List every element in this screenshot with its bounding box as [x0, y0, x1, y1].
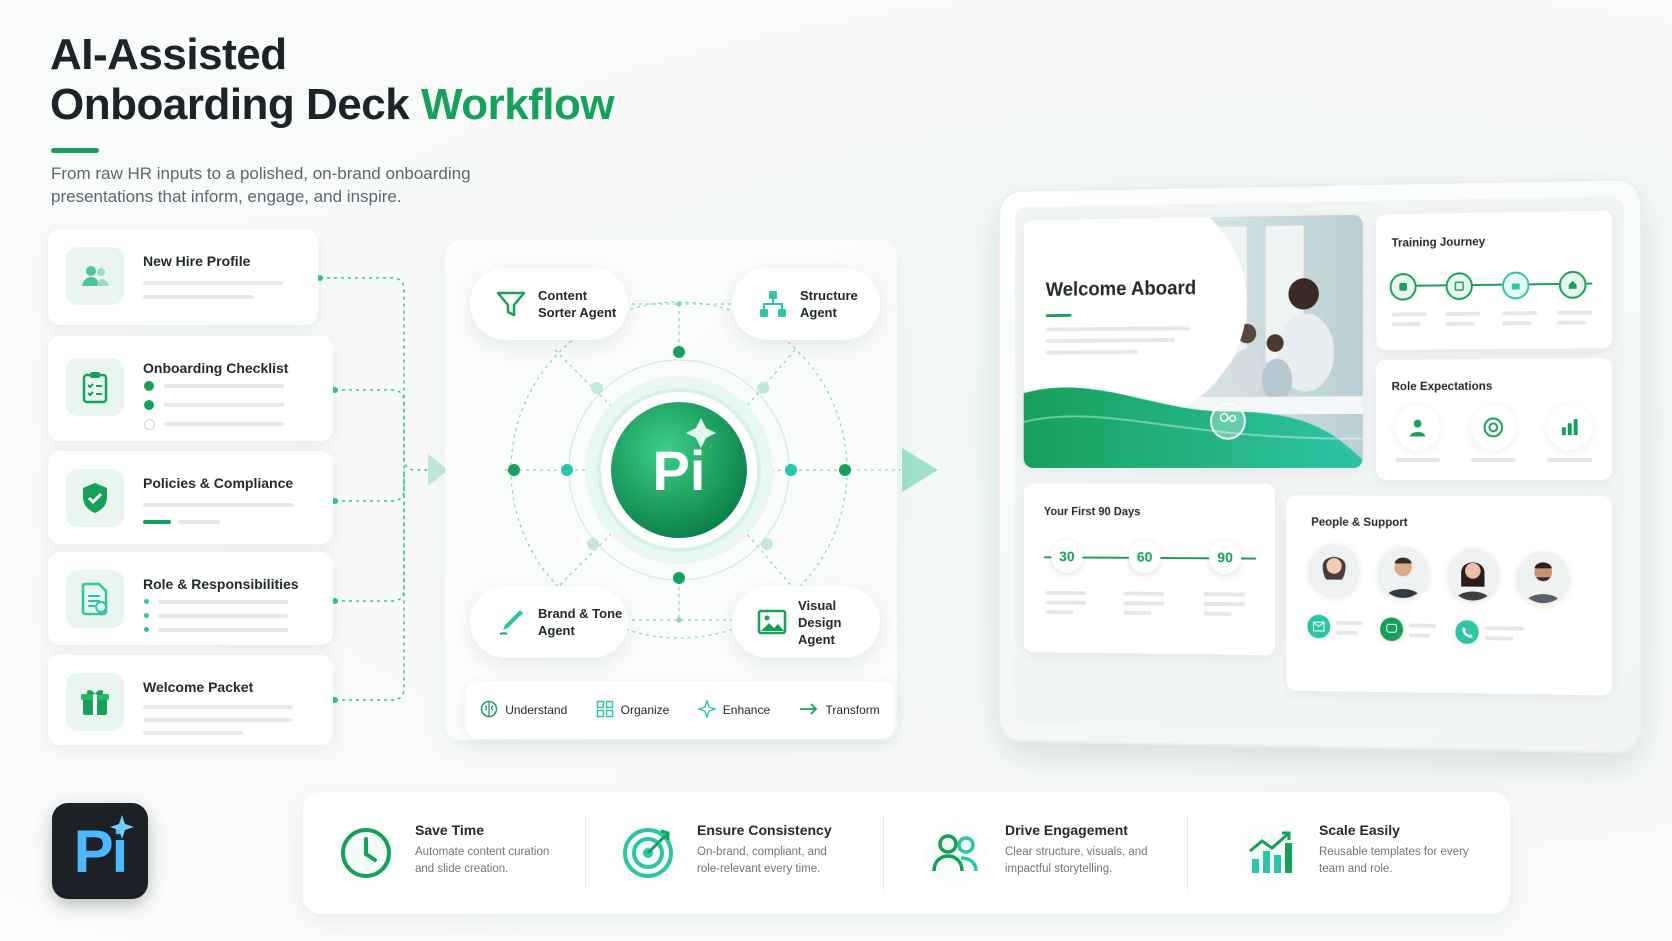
benefit-title: Drive Engagement — [1005, 822, 1128, 838]
input-card-role-responsibilities[interactable]: Role & Responsibilities — [48, 552, 333, 645]
subtitle: From raw HR inputs to a polished, on-bra… — [51, 162, 481, 208]
title-line-2: Onboarding Deck Workflow — [50, 80, 615, 130]
hub-logo-text: Pi — [652, 439, 706, 502]
bar-chart-icon — [1547, 404, 1593, 451]
tablet-deck-preview: Welcome Aboard Training Journey Role Exp… — [998, 178, 1642, 754]
step-understand[interactable]: Understand — [480, 700, 567, 721]
slide-role-expectations[interactable]: Role Expectations — [1376, 358, 1613, 480]
training-step-icon — [1445, 272, 1473, 301]
input-label: New Hire Profile — [143, 253, 251, 269]
tablet-screen: Welcome Aboard Training Journey Role Exp… — [1014, 196, 1625, 736]
sparkle-icon — [686, 418, 716, 448]
benefit-title: Scale Easily — [1319, 822, 1400, 838]
gift-icon — [66, 673, 124, 731]
training-step-icon — [1389, 272, 1417, 301]
pen-icon — [484, 607, 538, 637]
step-transform[interactable]: Transform — [799, 702, 880, 719]
benefit-title: Ensure Consistency — [697, 822, 832, 838]
title-accent: Workflow — [420, 80, 615, 129]
avatar — [1378, 546, 1429, 599]
role-expectations-title: Role Expectations — [1391, 378, 1493, 394]
slide-first-90-days[interactable]: Your First 90 Days 30 60 90 — [1023, 483, 1276, 656]
milestone-60: 60 — [1128, 540, 1161, 574]
benefit-desc: Automate content curation and slide crea… — [415, 846, 550, 875]
input-card-new-hire-profile[interactable]: New Hire Profile — [48, 229, 318, 325]
people-icon — [923, 820, 989, 886]
hub-orbits — [505, 301, 853, 639]
benefit-drive-engagement: Drive Engagement Clear structure, visual… — [893, 792, 1193, 914]
brain-icon — [480, 700, 498, 721]
title-line-1: AI-Assisted — [50, 30, 287, 79]
training-step-icon — [1558, 270, 1587, 299]
target-icon — [615, 820, 681, 886]
target-icon — [1470, 404, 1516, 451]
growth-chart-icon — [1237, 820, 1303, 886]
step-organize[interactable]: Organize — [596, 700, 669, 721]
input-card-welcome-packet[interactable]: Welcome Packet — [48, 655, 333, 745]
phone-icon — [1455, 620, 1479, 645]
sparkle-icon — [110, 815, 134, 839]
title-underline — [51, 148, 99, 153]
chat-icon — [1380, 617, 1404, 642]
shield-check-icon — [66, 469, 124, 527]
subtitle-line-2: presentations that inform, engage, and i… — [51, 187, 402, 206]
milestone-90: 90 — [1209, 540, 1242, 575]
title-line-2-main: Onboarding Deck — [50, 80, 410, 129]
subtitle-line-1: From raw HR inputs to a polished, on-bra… — [51, 164, 471, 183]
slide-training-journey[interactable]: Training Journey — [1376, 210, 1613, 351]
welcome-title: Welcome Aboard — [1045, 277, 1197, 301]
benefits-strip: Save Time Automate content curation and … — [303, 792, 1510, 914]
brand-logo: Pi — [52, 803, 148, 899]
benefit-scale-easily: Scale Easily Reusable templates for ever… — [1207, 792, 1507, 914]
step-enhance[interactable]: Enhance — [696, 698, 770, 721]
person-icon — [1395, 404, 1440, 451]
avatar — [1309, 544, 1359, 596]
page-title: AI-Assisted Onboarding Deck Workflow — [50, 30, 615, 130]
hierarchy-icon — [746, 289, 800, 319]
input-label: Policies & Compliance — [143, 475, 294, 491]
input-card-onboarding-checklist[interactable]: Onboarding Checklist — [48, 336, 333, 441]
input-label: Welcome Packet — [143, 679, 254, 695]
training-step-icon — [1502, 271, 1530, 300]
grid-icon — [596, 700, 614, 721]
training-title: Training Journey — [1391, 234, 1486, 250]
clock-icon — [333, 820, 399, 886]
slide-people-support[interactable]: People & Support — [1286, 495, 1613, 696]
benefit-desc: On-brand, compliant, and role-relevant e… — [697, 846, 827, 875]
input-label: Role & Responsibilities — [143, 576, 299, 592]
slide-welcome-aboard[interactable]: Welcome Aboard — [1023, 214, 1363, 468]
benefit-save-time: Save Time Automate content curation and … — [303, 792, 583, 914]
users-icon — [66, 247, 124, 305]
input-label: Onboarding Checklist — [143, 360, 289, 376]
benefit-ensure-consistency: Ensure Consistency On-brand, compliant, … — [585, 792, 885, 914]
image-icon — [746, 609, 798, 635]
benefit-desc: Reusable templates for every team and ro… — [1319, 846, 1469, 875]
office-photo — [1023, 214, 1363, 468]
mail-icon — [1307, 614, 1331, 639]
avatar — [1517, 551, 1569, 604]
arrow-right-icon — [799, 702, 819, 719]
clipboard-check-icon — [66, 358, 124, 416]
input-card-policies-compliance[interactable]: Policies & Compliance — [48, 451, 333, 544]
milestone-30: 30 — [1051, 540, 1083, 573]
sparkle-icon — [696, 698, 717, 721]
document-icon — [66, 570, 124, 628]
first-90-days-title: Your First 90 Days — [1043, 504, 1141, 519]
avatar — [1447, 548, 1499, 601]
people-support-title: People & Support — [1311, 514, 1408, 530]
process-steps-bar: Understand Organize Enhance Transform — [466, 681, 894, 739]
filter-icon — [484, 290, 538, 318]
benefit-desc: Clear structure, visuals, and impactful … — [1005, 846, 1148, 875]
benefit-title: Save Time — [415, 822, 485, 838]
